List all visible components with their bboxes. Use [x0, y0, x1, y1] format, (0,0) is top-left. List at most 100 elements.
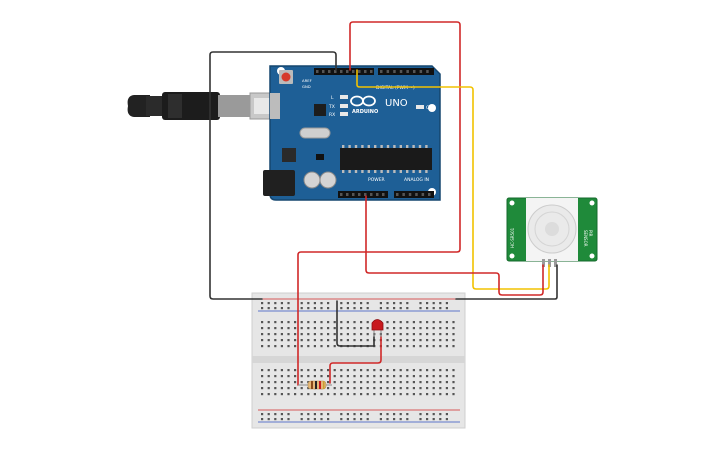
hole: [340, 333, 343, 336]
hole: [419, 345, 422, 348]
hole: [439, 381, 442, 384]
hole: [419, 307, 422, 310]
hole: [406, 321, 409, 324]
led-icon[interactable]: [371, 319, 384, 338]
hole: [445, 321, 448, 324]
hole: [333, 333, 336, 336]
hole: [346, 393, 349, 396]
label-on: ON: [426, 105, 433, 111]
label-tx: TX: [328, 104, 335, 110]
hole: [294, 369, 297, 372]
hole: [353, 387, 356, 390]
hole: [280, 327, 283, 330]
hole: [287, 375, 290, 378]
hole: [300, 393, 303, 396]
hole: [380, 70, 383, 73]
hole: [379, 413, 382, 416]
hole: [386, 70, 390, 73]
hole: [366, 418, 369, 421]
hole: [261, 413, 264, 416]
hole: [346, 375, 349, 378]
wire-pir-signal[interactable]: [356, 69, 550, 290]
digital-label: DIGITAL (PWM ~): [376, 85, 415, 91]
hole: [346, 193, 349, 196]
hole: [274, 387, 277, 390]
hole: [358, 70, 361, 73]
hole: [370, 193, 373, 196]
wire-led-gnd[interactable]: [336, 300, 375, 347]
pir-pin-out[interactable]: [548, 259, 551, 267]
hole: [432, 418, 435, 421]
hole: [313, 375, 316, 378]
reset-button-cap[interactable]: [281, 72, 291, 82]
hole: [313, 393, 316, 396]
hole: [445, 393, 448, 396]
wire-gnd-pir[interactable]: [455, 264, 558, 300]
wire-5v-pir[interactable]: [365, 195, 544, 296]
hole: [267, 307, 270, 310]
analog-header[interactable]: [394, 191, 434, 198]
wire-pin13[interactable]: [297, 21, 461, 386]
hole: [452, 369, 455, 372]
hole: [274, 333, 277, 336]
hole: [280, 375, 283, 378]
hole: [373, 369, 376, 372]
hole: [386, 369, 389, 372]
hole: [300, 333, 303, 336]
hole: [432, 327, 435, 330]
hole: [412, 170, 415, 173]
hole: [313, 369, 316, 372]
hole: [280, 381, 283, 384]
hole: [267, 375, 270, 378]
hole: [406, 418, 409, 421]
pir-pin-vcc[interactable]: [542, 259, 545, 267]
usb-cable-icon[interactable]: [127, 92, 279, 120]
hole: [379, 387, 382, 390]
wires: [209, 21, 558, 386]
hole: [374, 170, 377, 173]
hole: [261, 327, 264, 330]
hole: [340, 369, 343, 372]
hole: [366, 339, 369, 342]
hole: [412, 369, 415, 372]
hole: [346, 369, 349, 372]
hole: [419, 70, 423, 73]
hole: [386, 381, 389, 384]
hole: [340, 302, 343, 305]
hole: [426, 413, 429, 416]
wire-gnd-arduino[interactable]: [209, 51, 337, 300]
hole: [406, 413, 409, 416]
pir-pin-gnd[interactable]: [554, 259, 557, 267]
hole: [307, 327, 310, 330]
hole: [307, 418, 310, 421]
digital-header-left[interactable]: [314, 68, 374, 75]
digital-header-right[interactable]: [378, 68, 434, 75]
breadboard[interactable]: [251, 292, 466, 429]
hole: [386, 327, 389, 330]
hole: [261, 387, 264, 390]
hole: [307, 307, 310, 310]
hole: [393, 170, 396, 173]
hole: [267, 345, 270, 348]
hole: [399, 339, 402, 342]
hole: [412, 345, 415, 348]
hole: [360, 387, 363, 390]
power-header[interactable]: [338, 191, 388, 198]
resistor-icon[interactable]: [298, 380, 332, 390]
pir-sensor[interactable]: HC-SR501 PIR SENSOR: [506, 197, 598, 267]
hole: [287, 369, 290, 372]
hole: [393, 333, 396, 336]
arduino-uno-board[interactable]: L TX RX ON ARDUINO UNO DIGITAL (PWM ~) P…: [263, 65, 441, 201]
hole: [307, 333, 310, 336]
wire-led-resistor[interactable]: [329, 335, 382, 384]
hole: [320, 375, 323, 378]
hole: [327, 327, 330, 330]
hole: [360, 418, 363, 421]
hole: [300, 302, 303, 305]
hole: [320, 327, 323, 330]
pir-hole: [509, 200, 515, 206]
hole: [425, 170, 428, 173]
hole: [287, 302, 290, 305]
hole: [327, 321, 330, 324]
